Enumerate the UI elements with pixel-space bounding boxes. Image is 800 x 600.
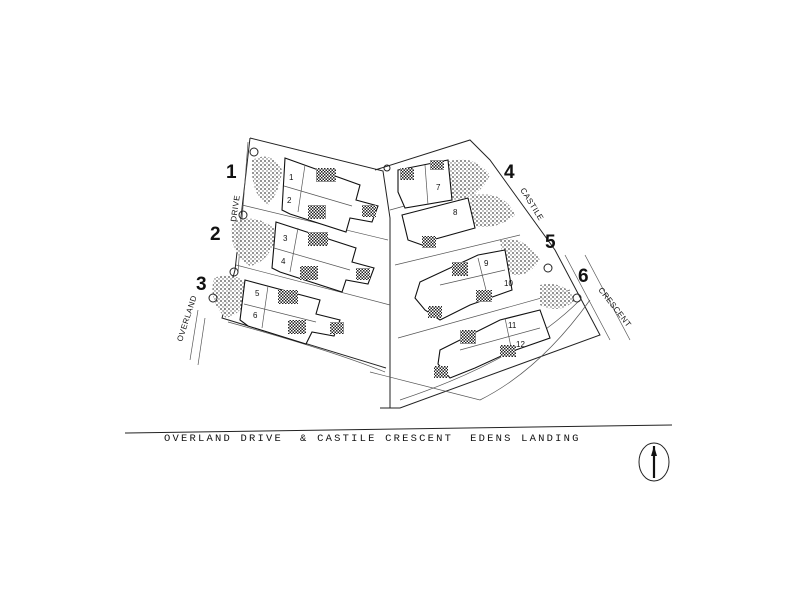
- building-left-lower: [239, 279, 344, 345]
- plan-title: OVERLAND DRIVE & CASTILE CRESCENT EDENS …: [164, 433, 624, 445]
- landscaping: [212, 156, 575, 318]
- title-castile-crescent: CASTILE CRESCENT: [317, 433, 454, 445]
- unit-number-5: 5: [255, 289, 260, 298]
- unit-number-3: 3: [283, 234, 288, 243]
- unit-number-6: 6: [253, 311, 258, 320]
- lot-number-4: 4: [504, 162, 515, 183]
- unit-number-9: 9: [484, 259, 489, 268]
- lot-number-2: 2: [210, 224, 221, 245]
- unit-number-2: 2: [287, 196, 292, 205]
- unit-number-10: 10: [504, 279, 513, 288]
- street-label-overland: OVERLAND: [175, 294, 198, 342]
- building-right-upper: [397, 159, 453, 209]
- lot-number-6: 6: [578, 266, 589, 287]
- title-ampersand: &: [300, 433, 309, 445]
- title-overland-drive: OVERLAND DRIVE: [164, 433, 284, 445]
- building-left-upper: [281, 157, 379, 233]
- lot-number-1: 1: [226, 162, 237, 183]
- unit-numbers: 1 2 3 4 5 6 7 8 9 10 11 12: [253, 173, 525, 349]
- unit-number-8: 8: [453, 208, 458, 217]
- building-left-middle: [271, 221, 375, 293]
- lot-numbers: 1 2 3 4 5 6: [196, 162, 589, 295]
- unit-number-1: 1: [289, 173, 294, 182]
- unit-number-4: 4: [281, 257, 286, 266]
- unit-number-11: 11: [508, 321, 517, 330]
- lot-number-5: 5: [545, 232, 556, 253]
- street-label-crescent: CRESCENT: [596, 286, 633, 329]
- north-arrow-icon: [638, 442, 670, 482]
- site-markers: [208, 147, 582, 303]
- unit-number-12: 12: [516, 340, 525, 349]
- unit-number-7: 7: [436, 183, 441, 192]
- building-right-second: [401, 197, 476, 248]
- building-right-third: [414, 249, 513, 321]
- street-lines: [124, 254, 673, 434]
- building-right-fourth: [434, 309, 551, 379]
- lot-number-3: 3: [196, 274, 207, 295]
- title-edens-landing: EDENS LANDING: [470, 433, 581, 445]
- street-label-drive: DRIVE: [229, 194, 242, 222]
